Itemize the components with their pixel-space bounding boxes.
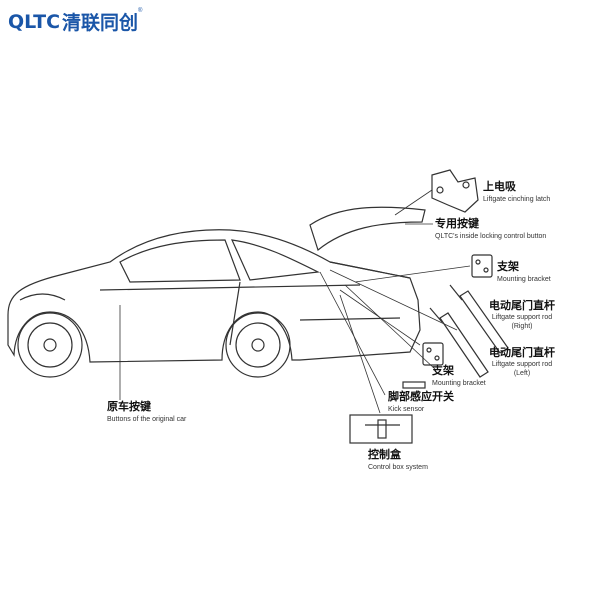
label-inside-button: 专用按键 QLTC's inside locking control butto… bbox=[435, 218, 547, 241]
brand-logo: QLTC 清联同创 ® bbox=[8, 8, 142, 35]
label-original-buttons: 原车按键 Buttons of the original car bbox=[107, 401, 187, 424]
label-rod-right: 电动尾门直杆 Liftgate support rod (Right) bbox=[489, 300, 555, 331]
label-side: (Right) bbox=[511, 323, 533, 330]
support-rod-left-icon bbox=[429, 307, 489, 378]
label-en: Kick sensor bbox=[388, 406, 425, 413]
label-rod-left: 电动尾门直杆 Liftgate support rod (Left) bbox=[489, 347, 555, 378]
label-en: Liftgate support rod bbox=[491, 361, 553, 368]
label-control-box: 控制盒 Control box system bbox=[368, 449, 428, 472]
label-en: Liftgate support rod bbox=[491, 314, 553, 321]
label-en: Control box system bbox=[368, 464, 428, 471]
leader-lines bbox=[119, 189, 471, 414]
control-box-icon bbox=[349, 414, 413, 444]
label-cn: 脚部感应开关 bbox=[388, 391, 454, 403]
label-cn: 原车按键 bbox=[107, 401, 151, 413]
mounting-bracket-icon bbox=[471, 254, 493, 278]
label-mounting-bracket-bottom: 支架 Mounting bracket bbox=[432, 365, 486, 388]
label-cn: 支架 bbox=[432, 365, 454, 377]
logo-en: QLTC bbox=[8, 10, 61, 33]
label-en: Buttons of the original car bbox=[107, 416, 187, 423]
cinching-latch-icon bbox=[431, 169, 479, 213]
label-en: Mounting bracket bbox=[497, 276, 551, 283]
label-en: QLTC's inside locking control button bbox=[435, 233, 547, 240]
label-cn: 支架 bbox=[497, 261, 519, 273]
label-cn: 电动尾门直杆 bbox=[489, 300, 555, 312]
kick-sensor-icon bbox=[402, 381, 426, 389]
mounting-bracket-icon-2 bbox=[422, 342, 444, 366]
label-en: Mounting bracket bbox=[432, 380, 486, 387]
label-cn: 专用按键 bbox=[435, 218, 479, 230]
label-en: Liftgate cinching latch bbox=[483, 196, 551, 203]
support-rod-right-icon bbox=[449, 284, 509, 354]
label-cn: 控制盒 bbox=[368, 449, 401, 461]
front-wheel bbox=[17, 312, 83, 378]
rear-wheel bbox=[225, 312, 291, 378]
label-cn: 上电吸 bbox=[483, 181, 516, 193]
label-side: (Left) bbox=[513, 370, 531, 377]
label-cn: 电动尾门直杆 bbox=[489, 347, 555, 359]
label-cinching-latch: 上电吸 Liftgate cinching latch bbox=[483, 181, 551, 204]
label-kick-sensor: 脚部感应开关 Kick sensor bbox=[388, 391, 454, 414]
logo-reg: ® bbox=[138, 8, 143, 14]
logo-cn: 清联同创 bbox=[62, 13, 139, 34]
car-body bbox=[7, 206, 426, 363]
label-mounting-bracket-top: 支架 Mounting bracket bbox=[497, 261, 551, 284]
